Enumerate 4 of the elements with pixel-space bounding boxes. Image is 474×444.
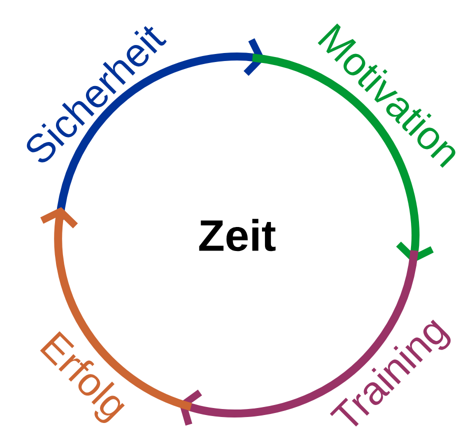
arrow — [252, 54, 434, 263]
arrow — [40, 207, 192, 411]
arrow — [179, 250, 418, 426]
center-label: Zeit — [199, 218, 276, 252]
